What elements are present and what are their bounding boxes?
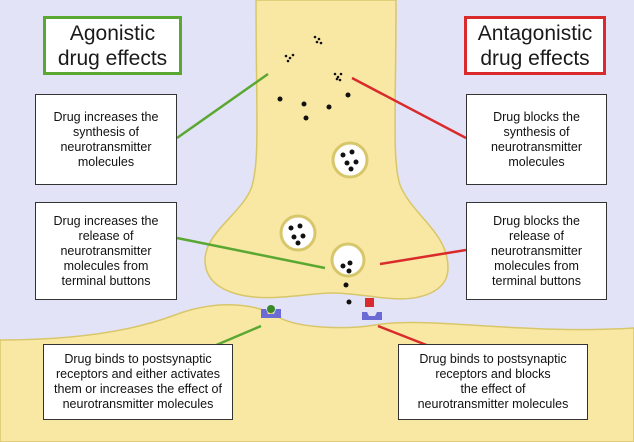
agonist-connector-lines [176,72,326,348]
antagonist-receptor-box: Drug binds to postsynaptic receptors and… [398,344,588,420]
postsynaptic-receptor-antagonist [362,298,382,320]
agonist-release-box: Drug increases the release of neurotrans… [35,202,177,300]
drug-particles [284,35,343,82]
releasing-vesicle [330,242,366,278]
postsynaptic-receptor-agonist [261,305,281,318]
antagonist-synthesis-box: Drug blocks the synthesis of neurotransm… [466,94,607,185]
synaptic-vesicle [331,141,369,179]
antagonistic-title: Antagonistic drug effects [464,16,606,75]
neurotransmitter-molecules [277,92,351,121]
released-neurotransmitter [343,282,352,305]
antagonistic-title-text: Antagonistic drug effects [477,21,593,70]
agonist-receptor-box: Drug binds to postsynaptic receptors and… [43,344,233,420]
synaptic-vesicle [279,214,317,252]
agonistic-title: Agonistic drug effects [43,16,182,75]
antagonist-connector-lines [351,76,467,348]
antagonist-release-box: Drug blocks the release of neurotransmit… [466,202,607,300]
agonistic-title-text: Agonistic drug effects [57,21,168,70]
agonist-synthesis-box: Drug increases the synthesis of neurotra… [35,94,177,185]
